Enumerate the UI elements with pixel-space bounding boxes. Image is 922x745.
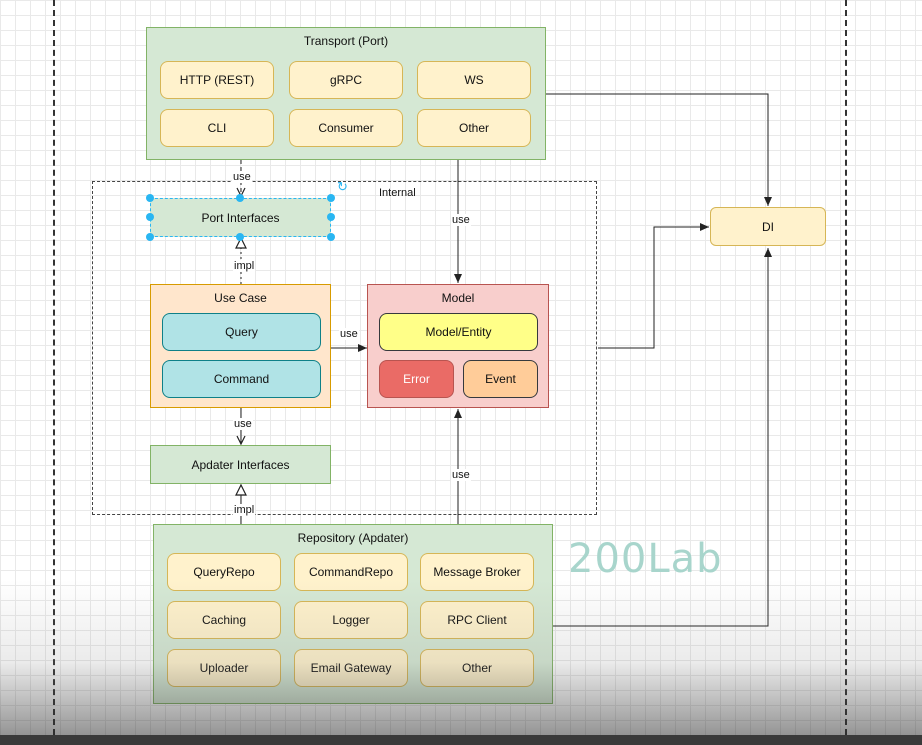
edge-label-usecase-adapter-use: use bbox=[233, 418, 253, 430]
model-container[interactable]: Model Model/Entity Error Event bbox=[367, 284, 549, 408]
selection-handle-tc[interactable] bbox=[236, 194, 244, 202]
edge-label-transport-use: use bbox=[232, 171, 252, 183]
edge-label-usecase-model-use: use bbox=[339, 328, 359, 340]
repo-item-queryrepo[interactable]: QueryRepo bbox=[167, 553, 281, 591]
repo-item-logger[interactable]: Logger bbox=[294, 601, 408, 639]
transport-item-grpc[interactable]: gRPC bbox=[289, 61, 403, 99]
use-case-container[interactable]: Use Case Query Command bbox=[150, 284, 331, 408]
transport-item-consumer[interactable]: Consumer bbox=[289, 109, 403, 147]
use-case-query[interactable]: Query bbox=[162, 313, 321, 351]
edge-label-port-impl: impl bbox=[233, 260, 256, 272]
model-error[interactable]: Error bbox=[379, 360, 454, 398]
transport-item-http[interactable]: HTTP (REST) bbox=[160, 61, 274, 99]
repo-item-other[interactable]: Other bbox=[420, 649, 534, 687]
selection-handle-bc[interactable] bbox=[236, 233, 244, 241]
di-box[interactable]: DI bbox=[710, 207, 826, 246]
repository-container[interactable]: Repository (Apdater) QueryRepo CommandRe… bbox=[153, 524, 553, 704]
use-case-title: Use Case bbox=[214, 291, 267, 305]
model-event[interactable]: Event bbox=[463, 360, 538, 398]
repo-item-caching[interactable]: Caching bbox=[167, 601, 281, 639]
transport-port-container[interactable]: Transport (Port) HTTP (REST) gRPC WS CLI… bbox=[146, 27, 546, 160]
repo-item-message-broker[interactable]: Message Broker bbox=[420, 553, 534, 591]
model-entity[interactable]: Model/Entity bbox=[379, 313, 538, 351]
repo-item-commandrepo[interactable]: CommandRepo bbox=[294, 553, 408, 591]
edge-label-repo-model-use: use bbox=[451, 469, 471, 481]
transport-item-ws[interactable]: WS bbox=[417, 61, 531, 99]
transport-item-cli[interactable]: CLI bbox=[160, 109, 274, 147]
edge-label-transport-model-use: use bbox=[451, 214, 471, 226]
watermark-logo: 200Lab bbox=[568, 536, 723, 582]
selection-handle-bl[interactable] bbox=[146, 233, 154, 241]
repository-title: Repository (Apdater) bbox=[297, 531, 409, 545]
selection-handle-br[interactable] bbox=[327, 233, 335, 241]
selection-handle-tl[interactable] bbox=[146, 194, 154, 202]
selection-handle-tr[interactable] bbox=[327, 194, 335, 202]
internal-boundary[interactable]: Internal bbox=[92, 181, 597, 515]
repo-item-email-gateway[interactable]: Email Gateway bbox=[294, 649, 408, 687]
adapter-interfaces-box[interactable]: Apdater Interfaces bbox=[150, 445, 331, 484]
repo-item-rpc-client[interactable]: RPC Client bbox=[420, 601, 534, 639]
edge-label-adapter-impl: impl bbox=[233, 504, 256, 516]
selection-handle-ml[interactable] bbox=[146, 213, 154, 221]
edge-transport-di bbox=[546, 93, 772, 206]
edge-internal-di bbox=[598, 223, 709, 349]
port-interfaces-box[interactable]: Port Interfaces bbox=[150, 198, 331, 237]
transport-item-other[interactable]: Other bbox=[417, 109, 531, 147]
selection-handle-mr[interactable] bbox=[327, 213, 335, 221]
internal-title: Internal bbox=[379, 187, 416, 199]
repo-item-uploader[interactable]: Uploader bbox=[167, 649, 281, 687]
rotate-handle-icon[interactable]: ↻ bbox=[337, 179, 348, 194]
page-boundary-left bbox=[53, 0, 55, 745]
transport-title: Transport (Port) bbox=[303, 34, 389, 48]
use-case-command[interactable]: Command bbox=[162, 360, 321, 398]
model-title: Model bbox=[441, 291, 475, 305]
page-boundary-right bbox=[845, 0, 847, 745]
